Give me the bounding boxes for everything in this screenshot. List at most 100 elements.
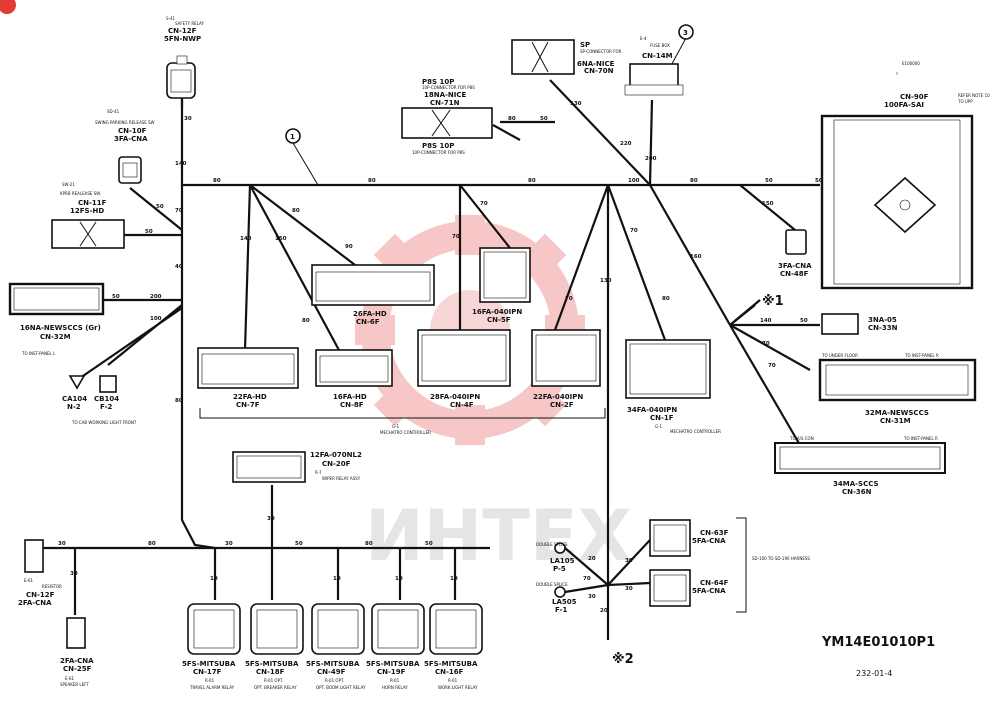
connector-ref: P8S 10P <box>422 142 454 150</box>
connector-type: CN-48F <box>780 270 809 278</box>
connector-label: CN-90F <box>900 93 929 101</box>
connector-cn2f: 22FA-040IPN CN-2F <box>531 329 601 409</box>
connector-label: CN-63F <box>700 529 729 537</box>
wire-length: 10 <box>450 576 458 582</box>
connector-ref: R-7 <box>315 470 322 475</box>
relay-cn17f: 5FS-MITSUBA CN-17F R-01 TRAVEL ALARM REL… <box>182 603 241 690</box>
connector-label: 16FA-040IPN <box>472 308 522 316</box>
connector-type: CN-31M <box>880 417 911 425</box>
connector-cn63f: CN-63F 5FA-CNA <box>649 519 729 557</box>
connector-cn70n: SP SP-CONNECTOR FOR 6NA-NICE CN-70N <box>511 39 622 75</box>
wire-length: 130 <box>570 101 582 107</box>
connector-cn31m: TO UNDER FLOOR TO INST-PANEL R 32MA-NEWS… <box>818 353 977 425</box>
wire-length: 220 <box>620 141 632 147</box>
connector-label: 22FA-040IPN <box>533 393 583 401</box>
controller-desc: MECHATRO CONTROLLER <box>380 430 431 435</box>
connector-label: 16FA-HD <box>333 393 367 401</box>
connector-type: P-5 <box>553 565 566 573</box>
connector-note: SD-100 TO SD-190 HARNESS <box>752 556 810 561</box>
connector-ref: R-01 OPT. <box>325 678 344 683</box>
wire-length: 50 <box>112 294 120 300</box>
relay-cn49f: 5FS-MITSUBA CN-49F R-01 OPT. OPT. BOOM L… <box>306 603 366 690</box>
wire-length: 70 <box>768 363 776 369</box>
connector-desc: TRAVEL ALARM RELAY <box>189 685 235 690</box>
connector-ref: E-61 <box>65 676 75 681</box>
connector-type: CN-6F <box>356 318 380 326</box>
wire-length: 10 <box>333 576 341 582</box>
connector-cn11f: SW-21 KPRB REALEASE SW. CN-11F 12FS-HD <box>51 182 125 249</box>
connector-desc: MECHATRO CONTROLLER <box>670 429 721 434</box>
connector-ref: R-01 <box>205 678 215 683</box>
connector-type: CN-32M <box>40 333 71 341</box>
wire-length: 80 <box>292 208 300 214</box>
wire-length: 70 <box>565 296 573 302</box>
connector-type: CN-4F <box>450 401 474 409</box>
wire-length: 30 <box>225 541 233 547</box>
callout-1: 1 <box>290 133 295 141</box>
wire-length: 200 <box>645 156 657 162</box>
connector-cn7f: 22FA-HD CN-7F <box>197 347 299 409</box>
connector-type: CN-7F <box>236 401 260 409</box>
page-reference: 232-01-4 <box>856 669 892 678</box>
connector-type: CN-18F <box>256 668 285 676</box>
connector-desc: 10P-CONNECTOR FOR P8S <box>412 150 465 155</box>
connector-cn1f: 34FA-040IPN CN-1F G-1 MECHATRO CONTROLLE… <box>625 339 721 434</box>
connector-label: CN-10F <box>118 127 147 135</box>
connector-label: CN-12F <box>168 27 197 35</box>
connector-label: 34MA-SCCS <box>833 480 879 488</box>
wire-length: 80 <box>148 541 156 547</box>
connector-desc: OPT. BREAKER RELAY <box>254 685 297 690</box>
connector-type: CN-19F <box>377 668 406 676</box>
connector-cn33n: 3NA-05 CN-33N <box>821 313 898 335</box>
connector-cn5f: 16FA-040IPN CN-5F <box>472 247 531 324</box>
wire-length: 150 <box>762 201 774 207</box>
wire-length: 30 <box>184 116 192 122</box>
connector-ref: E-61 <box>24 578 34 583</box>
connector-type: 3FA-CNA <box>114 135 148 143</box>
connector-note: REFER NOTE 10 <box>958 93 990 98</box>
connector-note: TO INST-PANEL R <box>903 436 938 441</box>
connector-safety-relay: S-41 SAFETY RELAY CN-12F 5FN-NWP <box>164 16 204 99</box>
wire-length: 30 <box>70 571 78 577</box>
wire-length: 40 <box>175 264 183 270</box>
connector-label: 5FS-MITSUBA <box>182 660 236 668</box>
connector-label: 18NA-NICE <box>424 91 467 99</box>
wire-length: 50 <box>815 178 823 184</box>
callout-3: 3 <box>683 29 688 37</box>
relay-cn16f: 5FS-MITSUBA CN-16F R-01 WORK LIGHT RELAY <box>424 603 483 690</box>
connector-label: 32MA-NEWSCCS <box>865 409 929 417</box>
connector-note: TO INST-PANEL L <box>21 351 56 356</box>
wire-length: 50 <box>765 178 773 184</box>
connector-cn32m: 16NA-NEWSCCS (Gr) CN-32M TO INST-PANEL L <box>8 282 105 356</box>
wire-length: 100 <box>150 316 162 322</box>
connector-cn12f: E-61 RESISTOR CN-12F 2FA-CNA <box>18 539 62 607</box>
callout-x2: ※2 <box>612 652 634 667</box>
connector-label: 5FS-MITSUBA <box>366 660 420 668</box>
wire-length: 160 <box>690 254 702 260</box>
watermark-text: ИНТЕХ <box>365 495 632 577</box>
connector-note: TO INST-PANEL R <box>904 353 939 358</box>
wire-length-labels: 30 140 70 50 40 50 200 50 100 80 80 80 8… <box>58 101 823 614</box>
connector-ref: SP <box>580 41 590 49</box>
connector-type: 5FN-NWP <box>164 35 201 43</box>
splice-la105: DOUBLE SPLICE LA105 P-5 <box>536 542 575 573</box>
connector-cn64f: CN-64F 5FA-CNA SD-100 TO SD-190 HARNESS <box>649 556 810 607</box>
connector-type: CN-8F <box>340 401 364 409</box>
wire-length: 70 <box>583 576 591 582</box>
up-arrow-icon: ⇧ <box>895 71 898 76</box>
connector-type: CN-1F <box>650 414 674 422</box>
wire-length: 80 <box>175 398 183 404</box>
connector-ref: P8S 10P <box>422 78 454 86</box>
wire-length: 20 <box>600 608 608 614</box>
connector-label: 12FA-070NL2 <box>310 451 362 459</box>
connector-label: 2FA-CNA <box>60 657 94 665</box>
connector-label: 26FA-HD <box>353 310 387 318</box>
connector-label: 34FA-040IPN <box>627 406 677 414</box>
connector-type: CN-17F <box>193 668 222 676</box>
wire-length: 70 <box>762 341 770 347</box>
harness-wires <box>40 37 820 640</box>
connector-label: 3FA-CNA <box>778 262 812 270</box>
connector-ref: SD-41 <box>107 109 120 114</box>
connector-type: CN-16F <box>435 668 464 676</box>
connector-label: 3NA-05 <box>868 316 897 324</box>
